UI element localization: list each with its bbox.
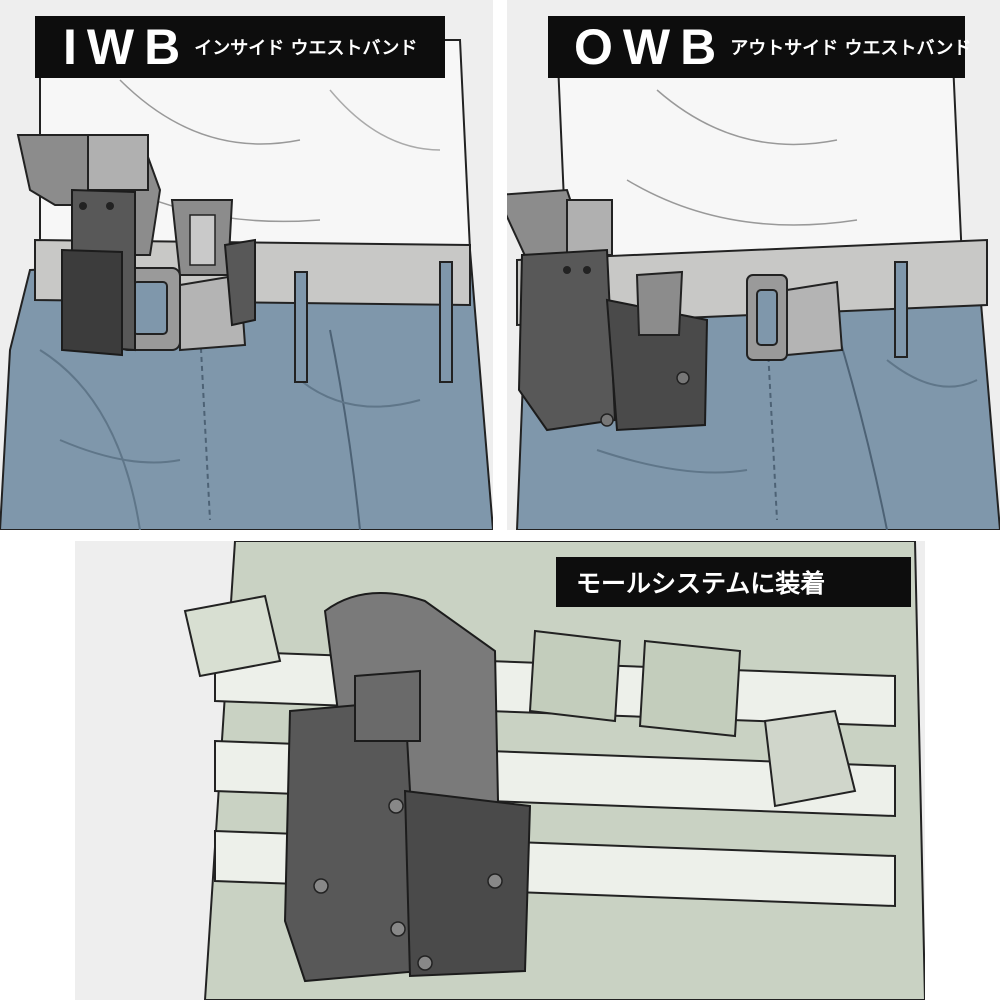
iwb-subtitle: インサイド ウエストバンド (194, 38, 418, 59)
owb-illustration (507, 0, 1000, 530)
owb-illustration-panel (507, 0, 1000, 530)
molle-illustration-panel (75, 541, 925, 1000)
iwb-title-label: IWB インサイド ウエストバンド (35, 16, 445, 78)
owb-title-label: OWB アウトサイド ウエストバンド (548, 16, 971, 78)
iwb-illustration-panel (0, 0, 493, 530)
owb-subtitle: アウトサイド ウエストバンド (730, 38, 972, 59)
iwb-illustration (0, 0, 493, 530)
owb-title: OWB (574, 19, 727, 75)
molle-title: モールシステムに装着 (576, 569, 826, 598)
molle-illustration (75, 541, 925, 1000)
iwb-title: IWB (63, 19, 191, 75)
molle-title-label: モールシステムに装着 (556, 557, 911, 607)
